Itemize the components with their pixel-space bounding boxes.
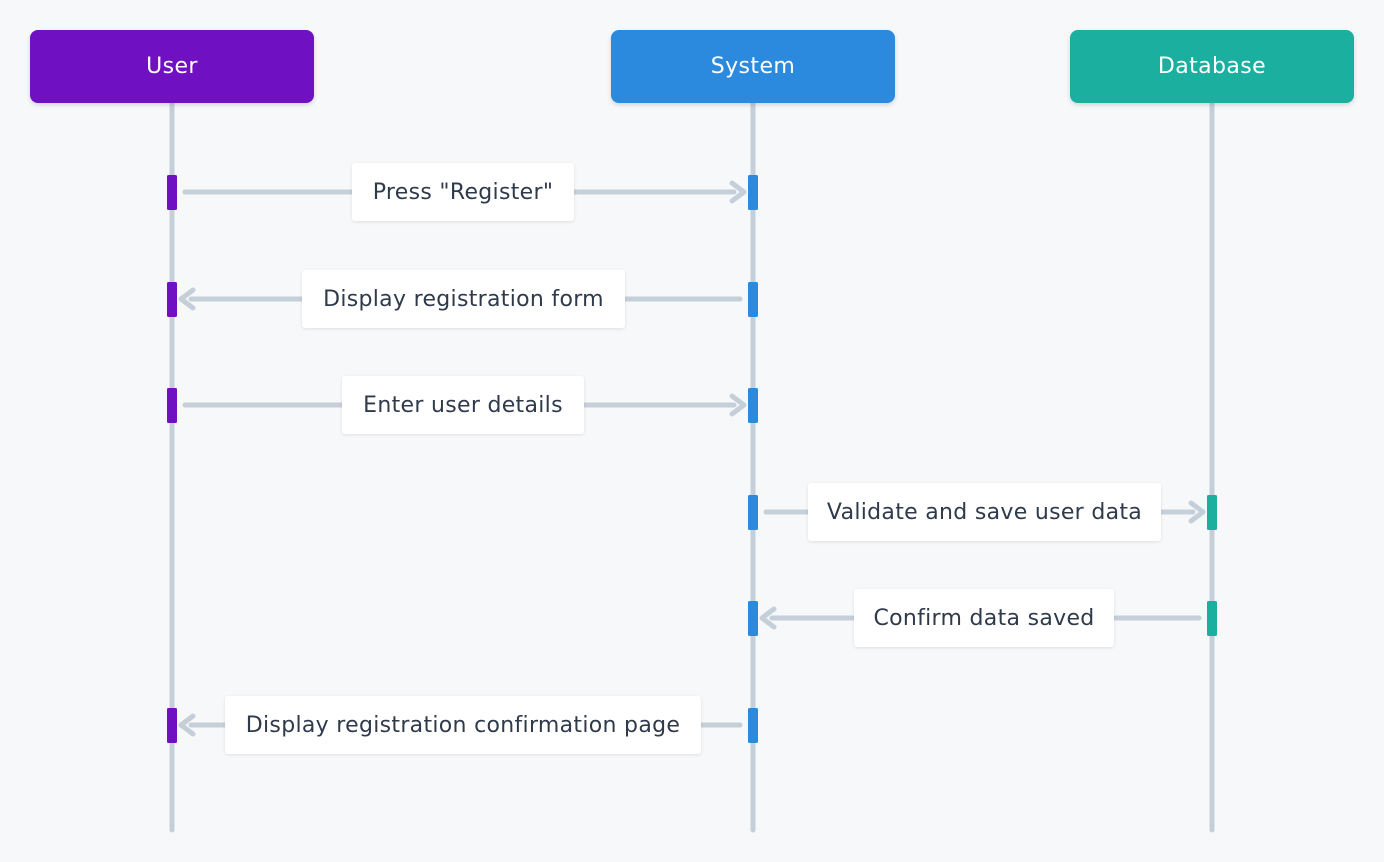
message-label-validate-and-save: Validate and save user data <box>808 483 1161 541</box>
arrowhead-icon <box>729 393 747 417</box>
actor-system-label: System <box>710 54 796 79</box>
actor-system-box: System <box>611 30 895 103</box>
arrowhead-icon <box>759 606 777 630</box>
activation-bar-database <box>1207 601 1217 636</box>
activation-bar-system <box>748 388 758 423</box>
activation-bar-system <box>748 601 758 636</box>
arrowhead-icon <box>729 180 747 204</box>
arrowhead-icon <box>178 713 196 737</box>
activation-bar-user <box>167 708 177 743</box>
actor-user-box: User <box>30 30 314 103</box>
activation-bar-user <box>167 282 177 317</box>
message-label-press-register: Press "Register" <box>352 163 574 221</box>
activation-bar-user <box>167 175 177 210</box>
activation-bar-system <box>748 495 758 530</box>
actor-user-label: User <box>146 54 198 79</box>
message-label-enter-user-details: Enter user details <box>342 376 584 434</box>
arrowhead-icon <box>178 287 196 311</box>
activation-bar-system <box>748 282 758 317</box>
activation-bar-database <box>1207 495 1217 530</box>
activation-bar-system <box>748 175 758 210</box>
actor-database-box: Database <box>1070 30 1354 103</box>
arrowhead-icon <box>1188 500 1206 524</box>
message-label-display-registration-form: Display registration form <box>302 270 625 328</box>
message-label-display-confirmation-page: Display registration confirmation page <box>225 696 701 754</box>
message-label-confirm-data-saved: Confirm data saved <box>854 589 1114 647</box>
activation-bar-user <box>167 388 177 423</box>
activation-bar-system <box>748 708 758 743</box>
actor-database-label: Database <box>1157 54 1267 79</box>
